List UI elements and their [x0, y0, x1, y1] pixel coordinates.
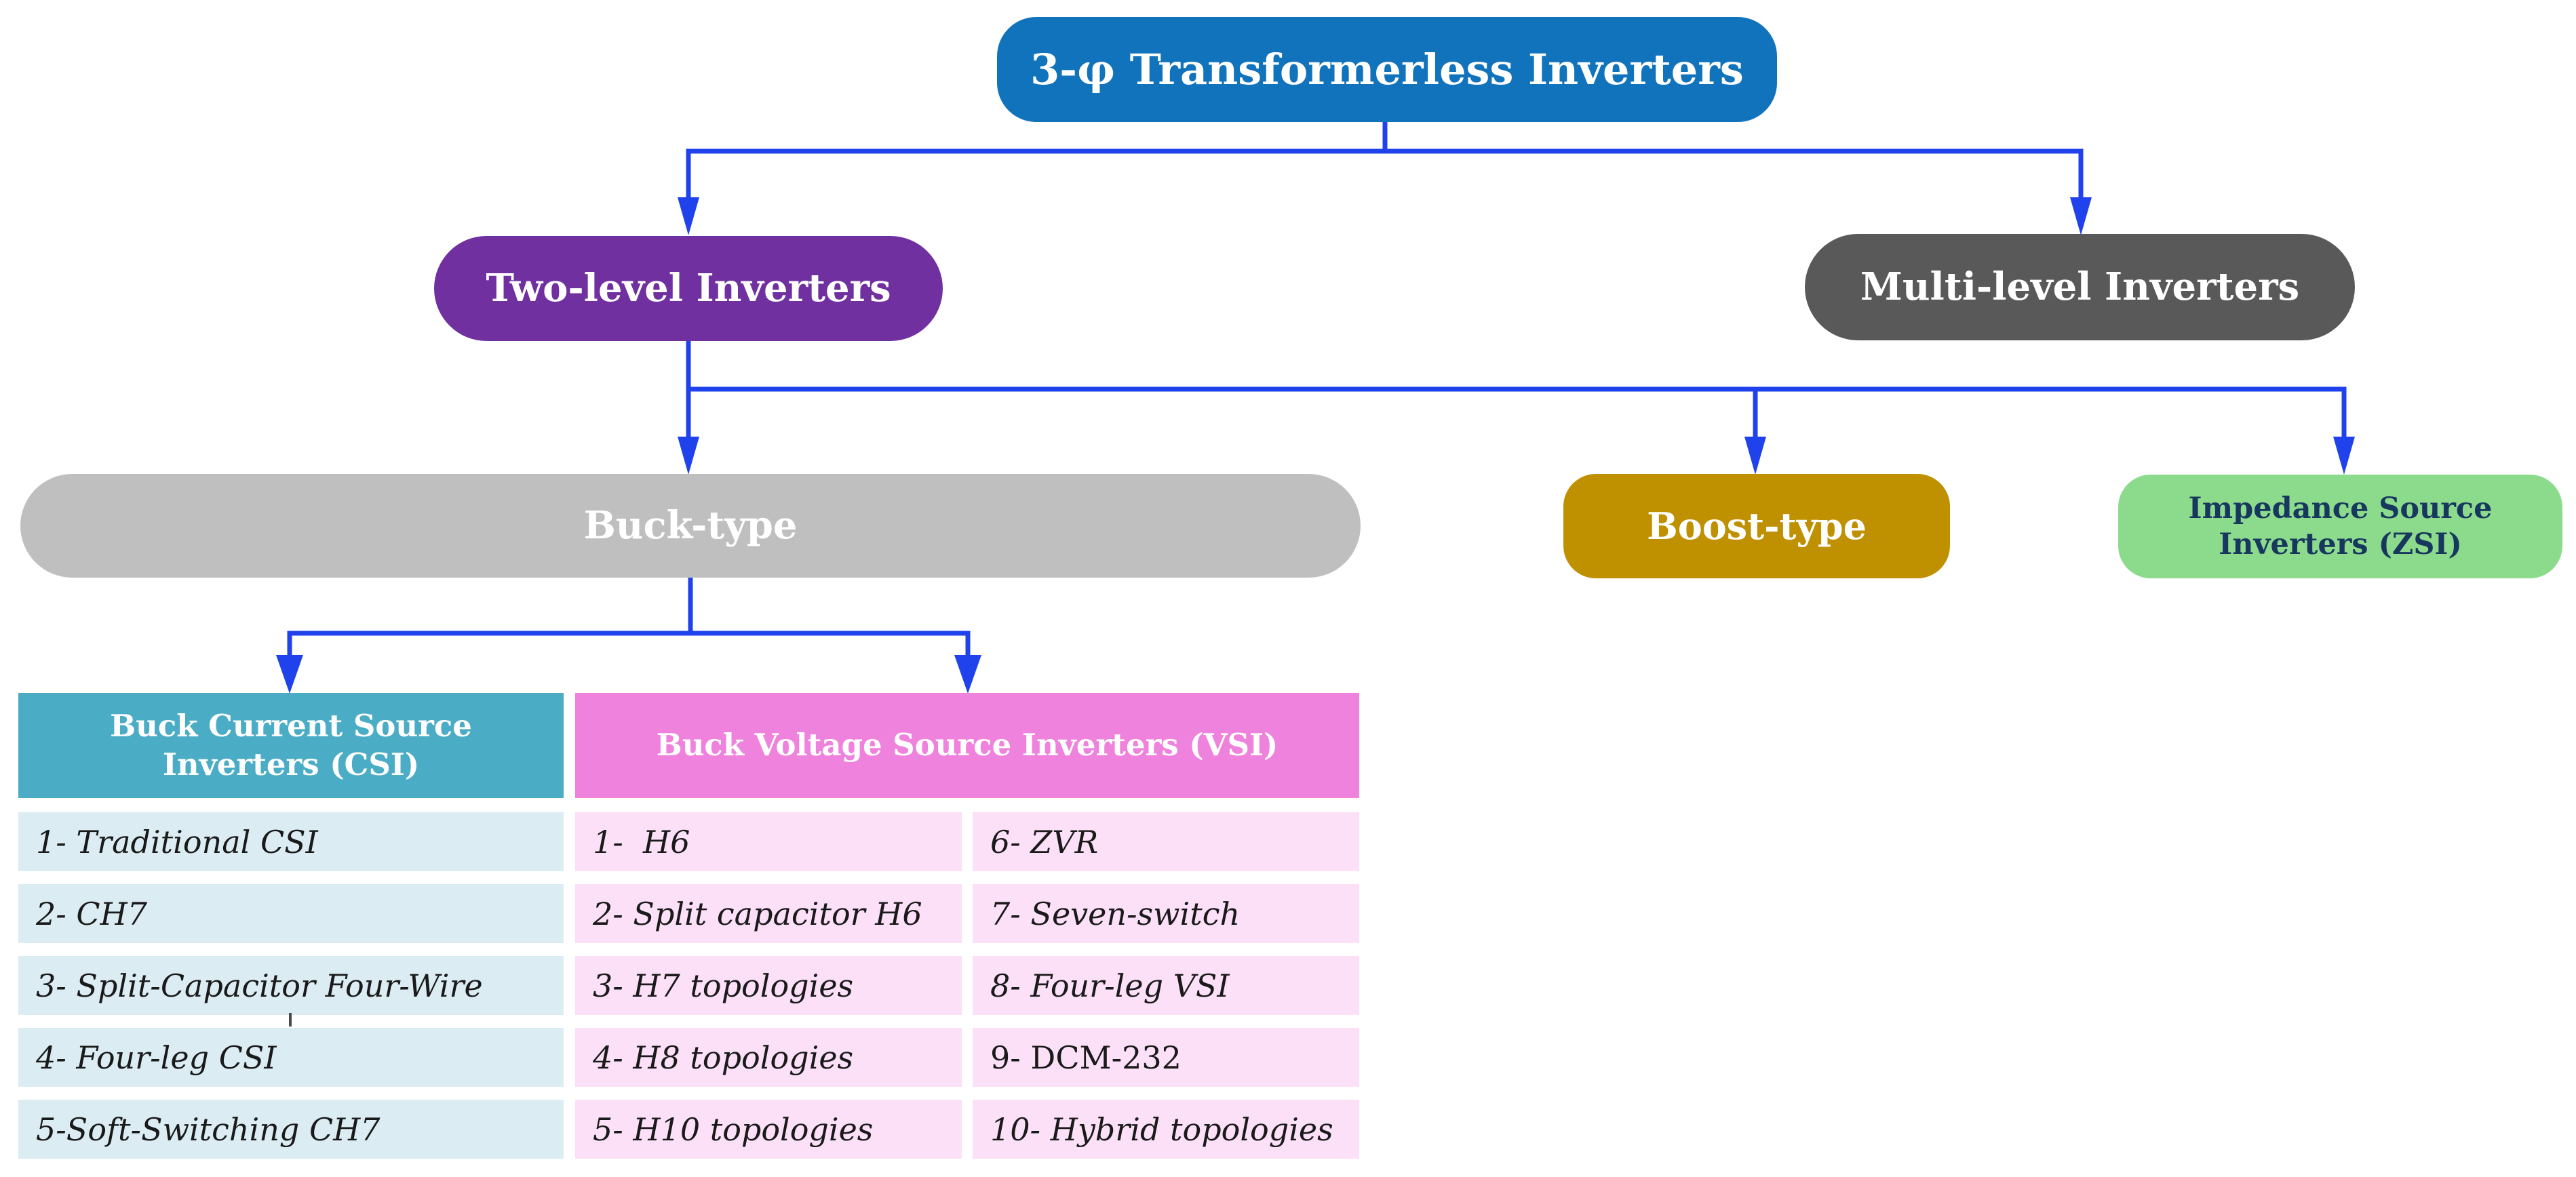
list-item: 10- Hybrid topologies [973, 1100, 1359, 1159]
header-buck-current-source-inverters: Buck Current Source Inverters (CSI) [18, 693, 564, 798]
list-item: 8- Four-leg VSI [973, 956, 1359, 1015]
list-item: 5-Soft-Switching CH7 [18, 1100, 564, 1159]
node-impedance-source-inverters: Impedance Source Inverters (ZSI) [2118, 475, 2562, 578]
node-label-line1: Impedance Source [2188, 492, 2493, 526]
list-item: 3- Split-Capacitor Four-Wire [18, 956, 564, 1015]
vsi-topology-list-col1: 1- H6 2- Split capacitor H6 3- H7 topolo… [575, 812, 962, 1159]
list-item: 9- DCM-232 [973, 1028, 1359, 1087]
list-item: 6- ZVR [973, 812, 1359, 871]
header-line2: Inverters (CSI) [162, 746, 420, 782]
node-boost-type: Boost-type [1563, 474, 1950, 578]
node-label: Buck-type [583, 503, 798, 548]
node-multi-level-inverters: Multi-level Inverters [1805, 234, 2355, 340]
list-item: 4- Four-leg CSI [18, 1028, 564, 1087]
node-label: 3-φ Transformerless Inverters [1030, 44, 1744, 94]
list-item: 7- Seven-switch [973, 884, 1359, 943]
list-item: 2- Split capacitor H6 [575, 884, 962, 943]
list-item: 1- Traditional CSI [18, 812, 564, 871]
list-item: 4- H8 topologies [575, 1028, 962, 1087]
csi-topology-list: 1- Traditional CSI 2- CH7 3- Split-Capac… [18, 812, 564, 1159]
list-item: 5- H10 topologies [575, 1100, 962, 1159]
list-item: 2- CH7 [18, 884, 564, 943]
list-item: 3- H7 topologies [575, 956, 962, 1015]
header-line1: Buck Current Source [110, 708, 472, 744]
node-label: Two-level Inverters [486, 266, 891, 311]
node-two-level-inverters: Two-level Inverters [434, 236, 943, 341]
node-label: Boost-type [1647, 504, 1867, 548]
node-buck-type: Buck-type [20, 474, 1361, 578]
stray-tick-mark [289, 1013, 292, 1026]
node-label: Multi-level Inverters [1860, 264, 2300, 310]
arrowhead-icons [276, 197, 2355, 694]
vsi-topology-list-col2: 6- ZVR 7- Seven-switch 8- Four-leg VSI 9… [973, 812, 1359, 1159]
list-item: 1- H6 [575, 812, 962, 871]
header-buck-voltage-source-inverters: Buck Voltage Source Inverters (VSI) [575, 693, 1359, 798]
node-3phase-transformerless-inverters: 3-φ Transformerless Inverters [997, 17, 1777, 122]
header-line1: Buck Voltage Source Inverters (VSI) [656, 727, 1279, 763]
node-label-line2: Inverters (ZSI) [2219, 527, 2462, 561]
